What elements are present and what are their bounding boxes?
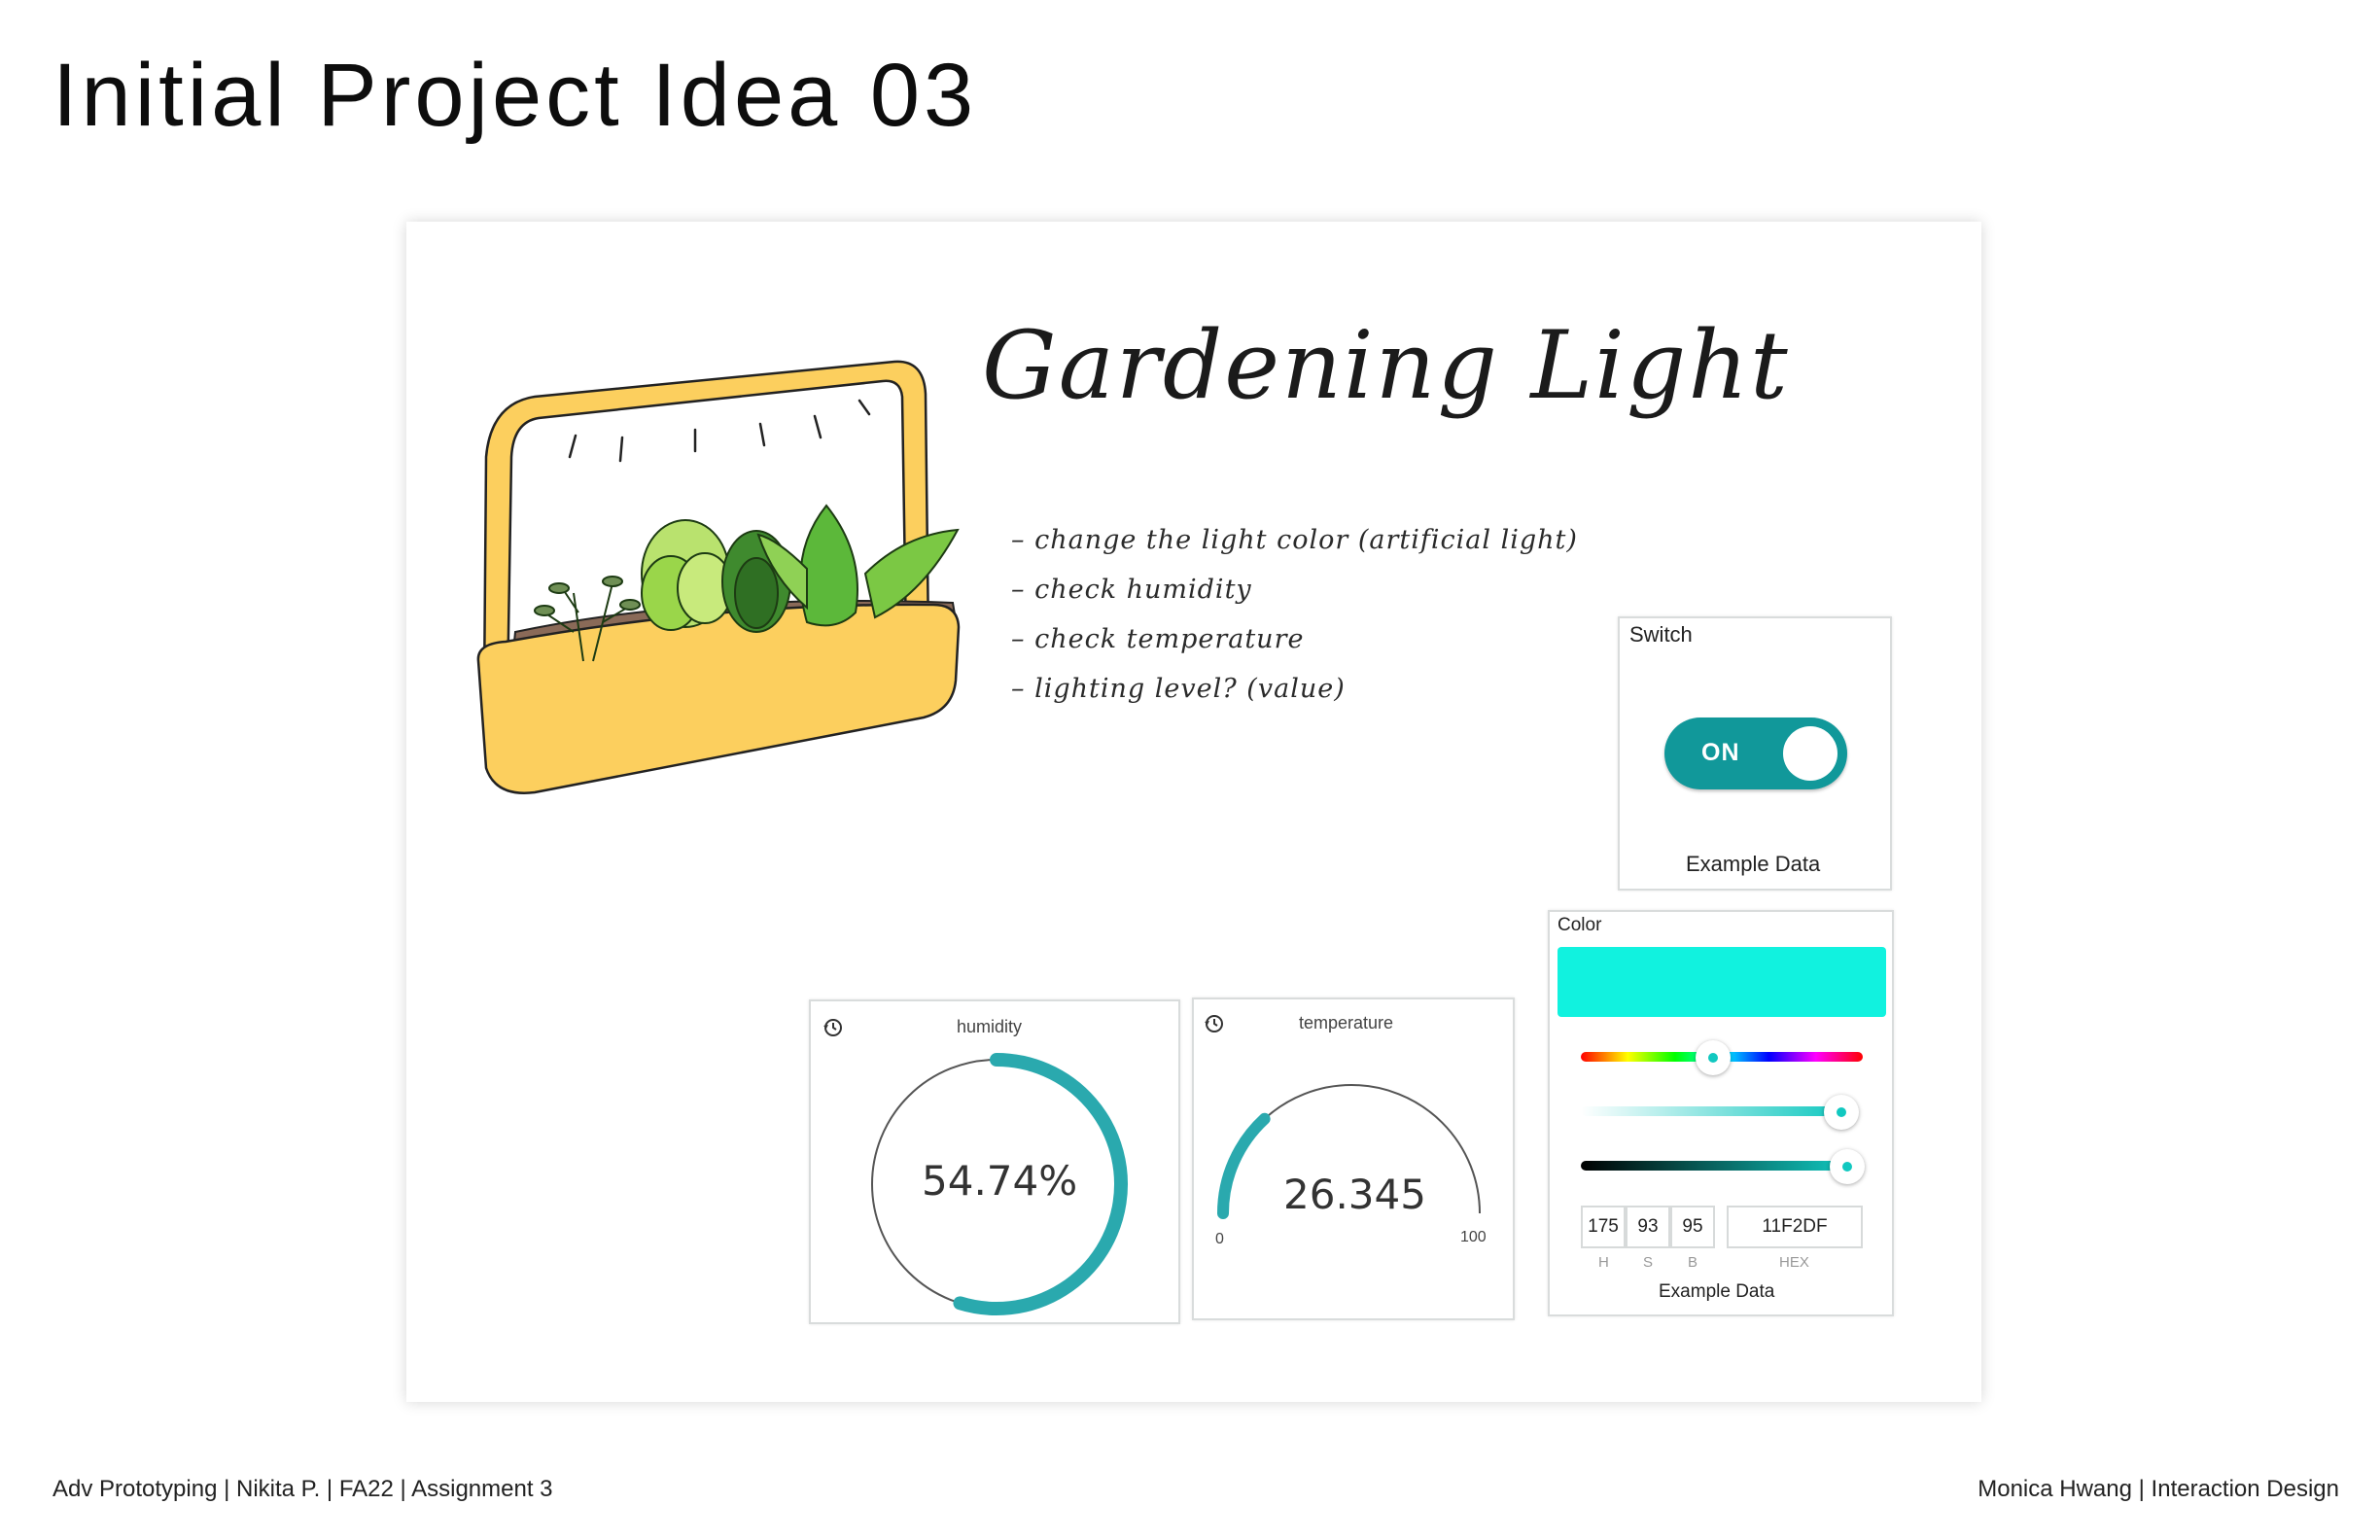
sketch-title: Gardening Light [982, 311, 1790, 420]
hue-field-label: H [1598, 1254, 1609, 1271]
footer-course-info: Adv Prototyping | Nikita P. | FA22 | Ass… [52, 1476, 553, 1502]
humidity-title: humidity [957, 1017, 1023, 1036]
history-icon[interactable] [822, 1016, 845, 1039]
humidity-value: 54.74% [922, 1157, 1078, 1205]
color-swatch [1558, 947, 1886, 1017]
hex-field[interactable]: 11F2DF [1727, 1206, 1863, 1248]
temperature-value-arc [1217, 1112, 1271, 1219]
feature-notes: – change the light color (artificial lig… [1011, 515, 1578, 714]
footer-author-info: Monica Hwang | Interaction Design [1978, 1476, 2339, 1502]
hex-field-label: HEX [1779, 1254, 1809, 1271]
page-title: Initial Project Idea 03 [52, 46, 978, 145]
color-caption: Example Data [1659, 1281, 1775, 1302]
brightness-slider-handle[interactable] [1830, 1149, 1865, 1184]
switch-label: Switch [1629, 622, 1693, 647]
temperature-title: temperature [1299, 1013, 1394, 1032]
brightness-field-label: B [1688, 1254, 1698, 1271]
color-label: Color [1558, 915, 1602, 935]
humidity-value-arc [953, 1053, 1128, 1315]
note-item: – lighting level? (value) [1011, 674, 1346, 704]
toggle-state-label: ON [1701, 739, 1740, 766]
hue-field[interactable]: 175 [1581, 1206, 1626, 1248]
brightness-slider[interactable] [1581, 1161, 1849, 1171]
planter-illustration [476, 360, 961, 794]
saturation-field[interactable]: 93 [1626, 1206, 1670, 1248]
hue-slider-handle[interactable] [1696, 1040, 1731, 1075]
brightness-field[interactable]: 95 [1670, 1206, 1715, 1248]
humidity-gauge [871, 1053, 1128, 1315]
on-off-toggle[interactable]: ON [1664, 718, 1847, 789]
saturation-field-label: S [1643, 1254, 1654, 1271]
note-item: – check humidity [1011, 575, 1252, 605]
toggle-knob [1783, 726, 1838, 781]
saturation-slider[interactable] [1581, 1106, 1843, 1116]
temperature-gauge [1217, 1084, 1481, 1219]
temperature-widget [1192, 998, 1515, 1320]
note-item: – change the light color (artificial lig… [1011, 525, 1578, 555]
temperature-max-label: 100 [1460, 1229, 1487, 1245]
temperature-min-label: 0 [1215, 1231, 1224, 1247]
saturation-slider-handle[interactable] [1824, 1095, 1859, 1130]
switch-caption: Example Data [1686, 852, 1821, 876]
note-item: – check temperature [1011, 624, 1305, 654]
temperature-value: 26.345 [1283, 1171, 1426, 1218]
history-icon[interactable] [1203, 1012, 1226, 1035]
